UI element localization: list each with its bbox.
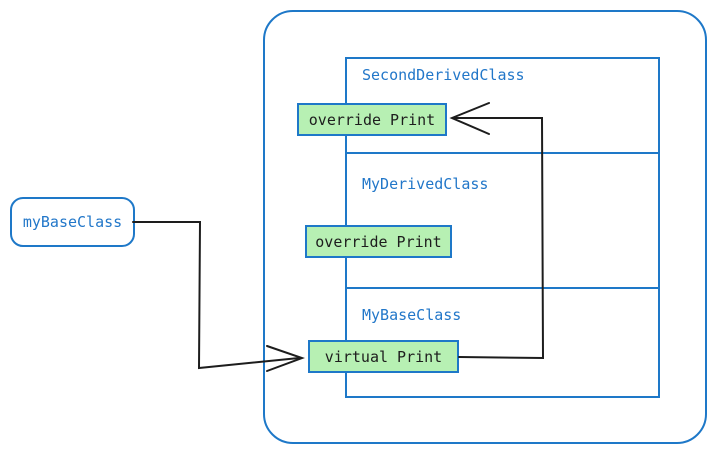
class-box-my-derived-class xyxy=(345,152,660,289)
class-title-my-derived-class: MyDerivedClass xyxy=(362,175,489,193)
mybaseclass-label: myBaseClass xyxy=(22,213,123,231)
class-title-second-derived-class: SecondDerivedClass xyxy=(362,66,525,84)
method-box-override-print-my-derived: override Print xyxy=(305,225,452,258)
method-label: virtual Print xyxy=(324,347,443,366)
method-box-virtual-print-my-base: virtual Print xyxy=(308,340,459,373)
method-label: override Print xyxy=(315,232,442,251)
class-title-my-base-class: MyBaseClass xyxy=(362,306,462,324)
method-box-override-print-second-derived: override Print xyxy=(297,103,447,136)
method-label: override Print xyxy=(308,110,436,129)
mybaseclass-node: myBaseClass xyxy=(10,197,135,247)
